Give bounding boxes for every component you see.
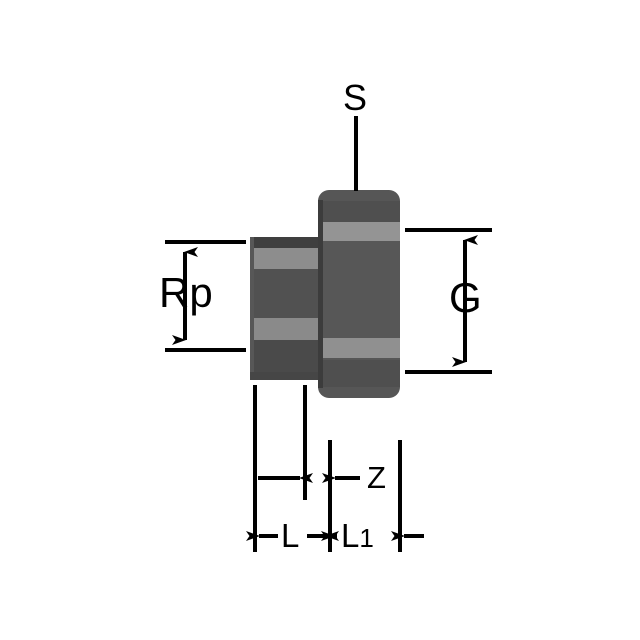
- dimension-label-l1-subscript: 1: [359, 523, 374, 553]
- dimension-label-l: L: [281, 517, 300, 554]
- dimension-label-l1: L1: [341, 519, 374, 552]
- large-hex-nut: [318, 190, 400, 398]
- pipe-union-body: [250, 190, 400, 398]
- dimension-rp: [165, 240, 246, 352]
- dimension-label-z: Z: [367, 460, 386, 495]
- dimension-label-s: S: [343, 77, 368, 118]
- dimension-g: [405, 228, 492, 374]
- dimension-label-l1-base: L: [341, 517, 360, 554]
- dimension-label-rp: Rp: [159, 269, 213, 316]
- dimension-label-g: G: [449, 274, 482, 321]
- small-hex-nut: [250, 237, 318, 380]
